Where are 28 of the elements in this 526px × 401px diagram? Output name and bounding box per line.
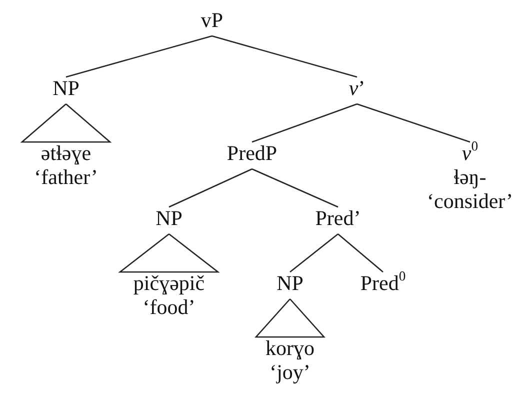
word-text: korɣo <box>266 336 314 360</box>
word-text: ətɬəɣe <box>40 141 92 165</box>
branch-line <box>290 234 338 272</box>
category-label: NP <box>52 76 80 100</box>
gloss-text: ‘father’ <box>34 165 98 189</box>
category-label: v’ <box>348 76 366 100</box>
gloss-text: ‘food’ <box>142 295 196 319</box>
category-label: vP <box>200 8 224 32</box>
category-label: v$^{0}$ <box>462 141 478 165</box>
gloss-text: ‘joy’ <box>270 360 310 384</box>
category-label: Pred$^{0}$ <box>360 271 406 295</box>
branch-line <box>252 168 338 208</box>
triangle-branch <box>118 233 220 273</box>
branch-line <box>356 103 470 143</box>
category-label: Pred’ <box>315 206 361 230</box>
category-label: NP <box>276 271 304 295</box>
branch-line <box>212 35 358 78</box>
word-text: ɬəŋ- <box>454 165 486 189</box>
triangle-branch <box>254 298 326 338</box>
branch-line <box>252 103 358 143</box>
branch-line <box>168 168 252 208</box>
branch-line <box>338 234 384 272</box>
category-label: NP <box>156 206 182 230</box>
word-text: pičɣəpič <box>133 271 205 295</box>
gloss-text: ‘consider’ <box>427 189 513 213</box>
triangle-branch <box>20 103 112 143</box>
branch-line <box>66 35 212 78</box>
category-label: PredP <box>226 141 278 165</box>
